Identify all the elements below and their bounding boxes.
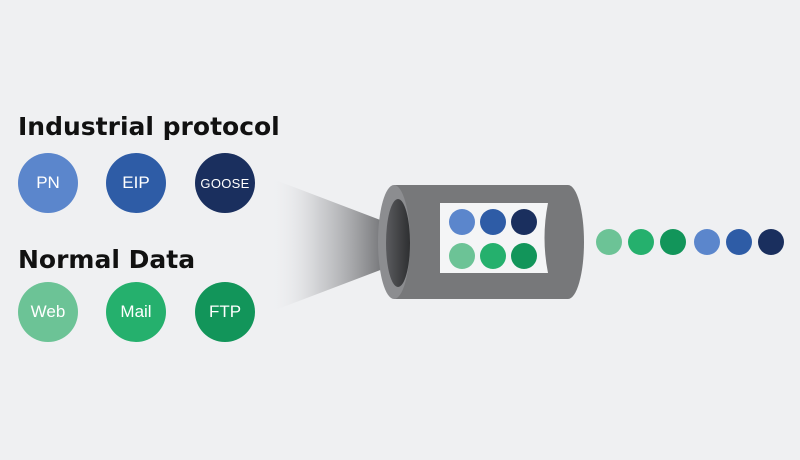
pn-bubble: PN xyxy=(18,153,78,213)
goose-bubble: GOOSE xyxy=(195,153,255,213)
web-bubble: Web xyxy=(18,282,78,342)
queued-packet-mid-green xyxy=(480,243,506,269)
input-funnel xyxy=(270,178,412,312)
queued-packet-dark-navy xyxy=(511,209,537,235)
queue-bottom-row xyxy=(449,243,537,269)
queued-packet-mid-blue xyxy=(480,209,506,235)
web-label: Web xyxy=(30,302,66,321)
output-packet-light-green xyxy=(596,229,622,255)
pn-label: PN xyxy=(36,173,60,192)
ftp-bubble: FTP xyxy=(195,282,255,342)
goose-label: GOOSE xyxy=(200,175,250,191)
queue-top-row xyxy=(449,209,537,235)
queued-packet-dark-green xyxy=(511,243,537,269)
normal-data-heading: Normal Data xyxy=(18,245,196,274)
output-stream xyxy=(596,229,784,255)
eip-label: EIP xyxy=(122,173,150,192)
output-packet-mid-blue xyxy=(726,229,752,255)
mail-label: Mail xyxy=(120,302,152,321)
output-packet-dark-green xyxy=(660,229,686,255)
output-packet-light-blue xyxy=(694,229,720,255)
eip-bubble: EIP xyxy=(106,153,166,213)
mail-bubble: Mail xyxy=(106,282,166,342)
output-packet-mid-green xyxy=(628,229,654,255)
ftp-label: FTP xyxy=(208,302,242,321)
output-packet-dark-navy xyxy=(758,229,784,255)
industrial-protocol-heading: Industrial protocol xyxy=(18,112,280,141)
queued-packet-light-green xyxy=(449,243,475,269)
queued-packet-light-blue xyxy=(449,209,475,235)
